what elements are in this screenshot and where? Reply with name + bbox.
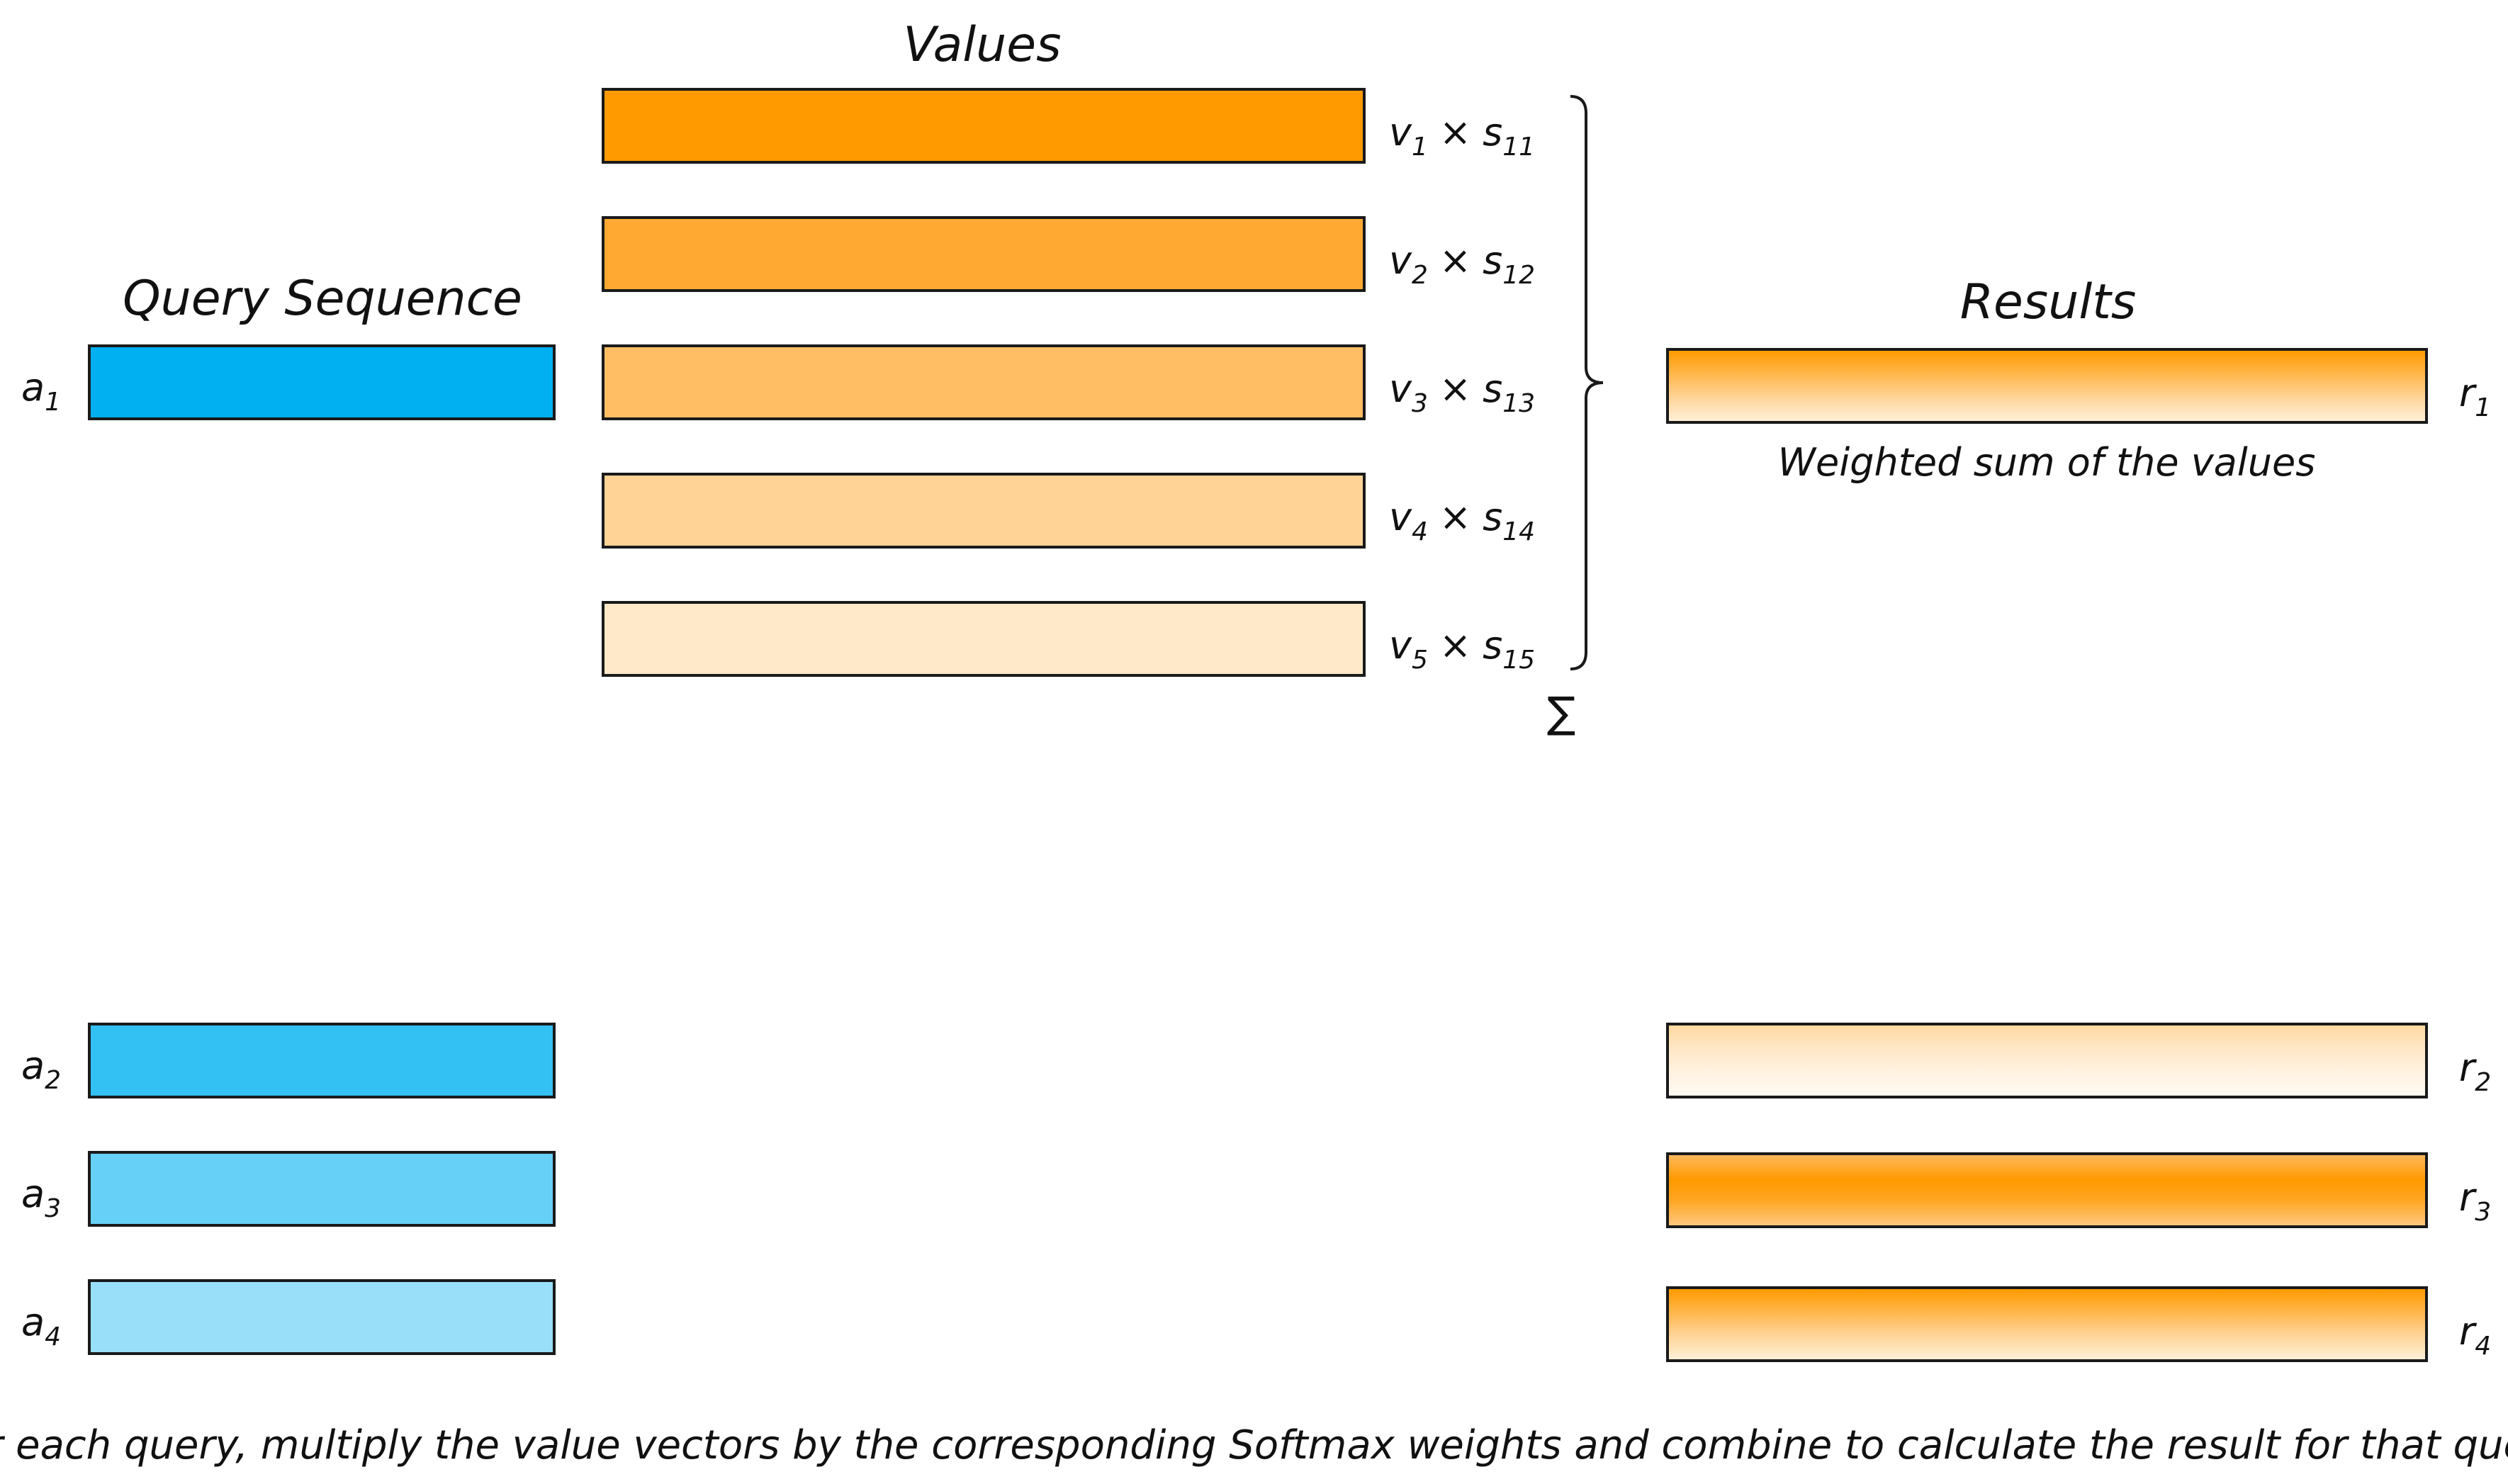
value-weight-label-2: v2×s12 [1389,238,1536,290]
result-bar-r1 [1666,348,2428,424]
query-label-a3: a3 [21,1171,61,1223]
value-weight-label-3: v3×s13 [1389,366,1536,418]
value-weight-label-5: v5×s15 [1389,623,1536,675]
query-bar-a1 [88,344,556,420]
query-bar-a3 [88,1151,556,1227]
query-label-a2: a2 [21,1043,61,1095]
result-label-r4: r4 [2459,1309,2492,1361]
result-bar-r4 [1666,1286,2428,1362]
result-label-r2: r2 [2459,1045,2492,1097]
query-sequence-heading: Query Sequence [123,271,522,327]
query-bar-a2 [88,1023,556,1098]
result-caption: Weighted sum of the values [1777,440,2316,485]
footer-caption: For each query, multiply the value vecto… [0,1422,2508,1468]
result-bar-r2 [1666,1023,2428,1098]
summation-symbol: ∑ [1547,688,1576,738]
value-weight-label-4: v4×s14 [1389,495,1536,546]
result-label-r1: r1 [2459,371,2492,422]
value-bar-v3 [602,344,1366,420]
value-bar-v1 [602,88,1366,164]
query-label-a4: a4 [21,1300,61,1351]
sum-brace [1570,95,1604,670]
value-bar-v5 [602,601,1366,677]
result-label-r3: r3 [2459,1175,2492,1227]
value-bar-v2 [602,216,1366,292]
value-bar-v4 [602,473,1366,549]
values-heading: Values [903,17,1062,73]
value-weight-label-1: v1×s11 [1389,110,1536,162]
result-bar-r3 [1666,1152,2428,1228]
query-bar-a4 [88,1279,556,1355]
query-label-a1: a1 [21,365,61,417]
results-heading: Results [1959,274,2137,330]
